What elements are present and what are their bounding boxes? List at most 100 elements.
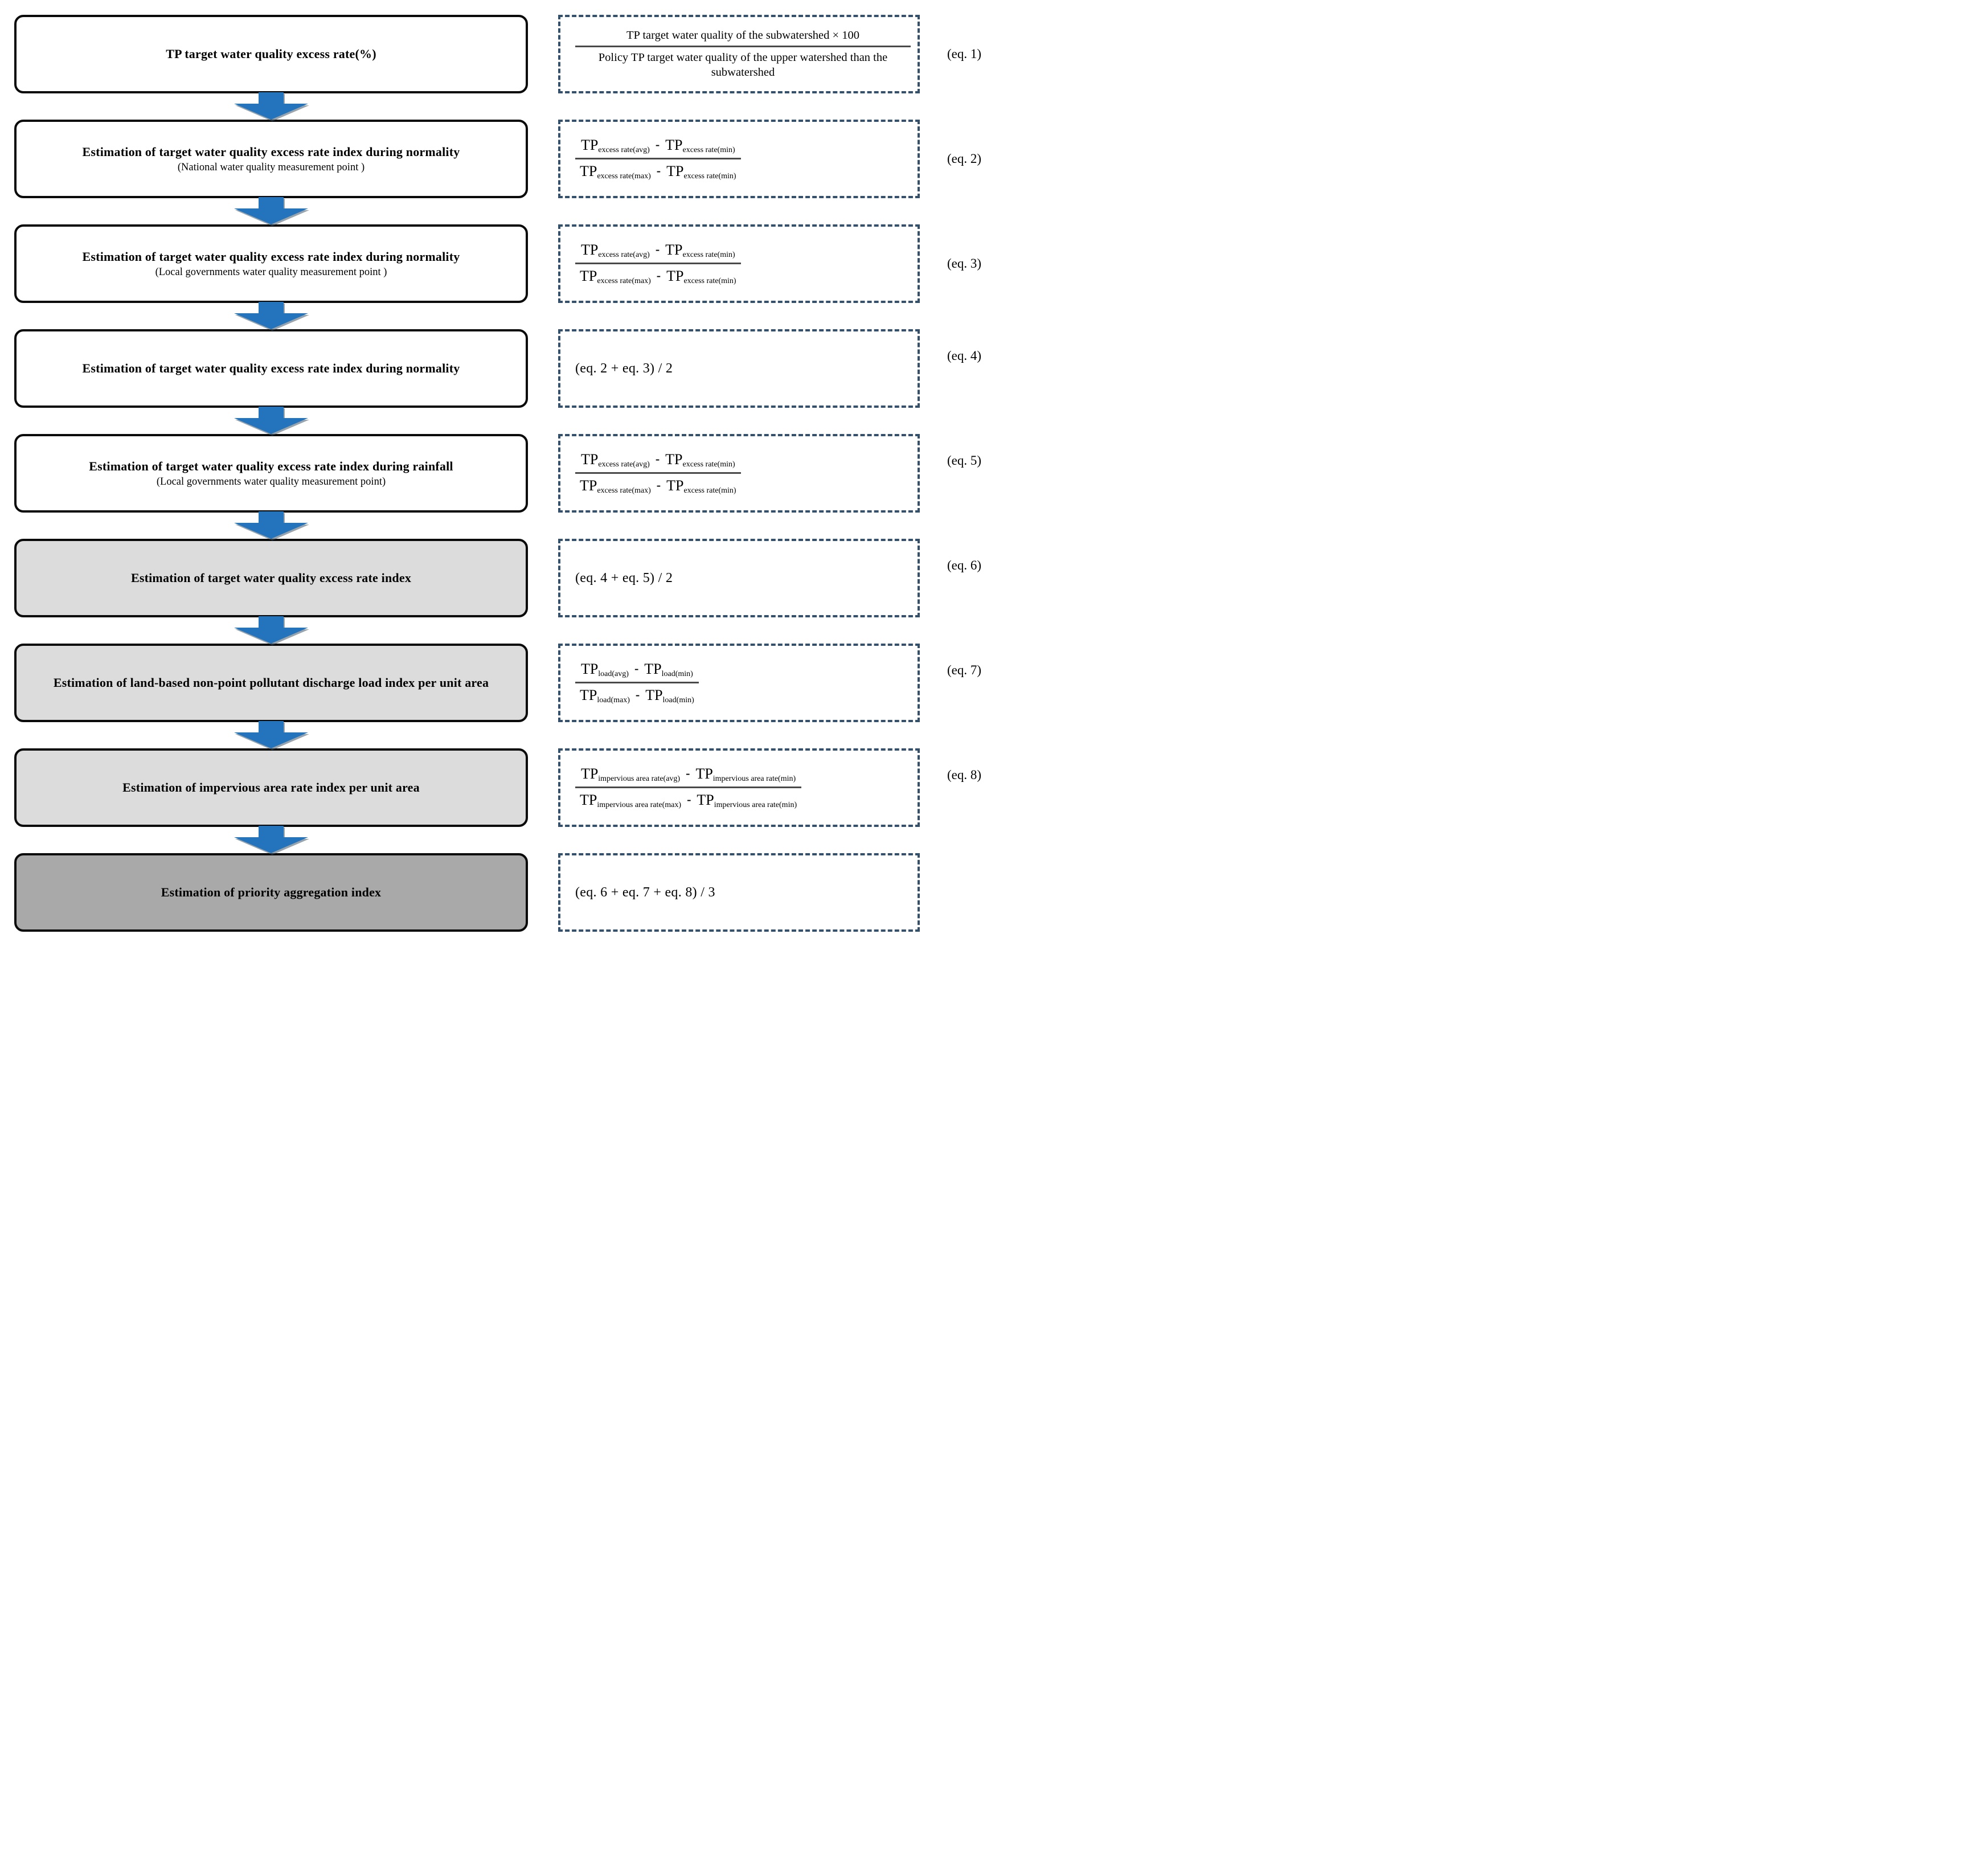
process-box: TP target water quality excess rate(%) xyxy=(14,15,528,93)
down-arrow-icon xyxy=(234,92,308,120)
process-box: Estimation of target water quality exces… xyxy=(14,120,528,198)
equation-label: (eq. 3) xyxy=(947,256,981,271)
flow-row-9: Estimation of priority aggregation index… xyxy=(0,853,987,932)
equation-fraction: TP target water quality of the subwaters… xyxy=(575,28,911,80)
down-arrow-head xyxy=(234,837,308,853)
operator: - xyxy=(656,163,661,178)
down-arrow-icon xyxy=(234,407,308,434)
process-box-subtitle: (National water quality measurement poin… xyxy=(177,162,365,174)
equation-text: (eq. 2 + eq. 3) / 2 xyxy=(575,361,673,376)
term-subscript: excess rate(avg) xyxy=(598,460,650,469)
process-box: Estimation of target water quality exces… xyxy=(14,224,528,303)
term-base: TP xyxy=(580,163,597,179)
equation-label: (eq. 7) xyxy=(947,663,981,677)
term-subscript: excess rate(avg) xyxy=(598,146,650,154)
equation-fraction: TPexcess rate(avg)-TPexcess rate(min)TPe… xyxy=(575,241,741,286)
equation-box: TPload(avg)-TPload(min)TPload(max)-TPloa… xyxy=(558,644,920,722)
process-box-title: TP target water quality excess rate(%) xyxy=(166,47,376,62)
term-subscript: impervious area rate(min) xyxy=(714,801,797,809)
term-base: TP xyxy=(580,765,599,782)
term-subscript: impervious area rate(min) xyxy=(712,775,796,783)
down-arrow-icon xyxy=(234,197,308,224)
process-box: Estimation of land-based non-point pollu… xyxy=(14,644,528,722)
term-subscript: excess rate(max) xyxy=(597,277,651,285)
term-base: TP xyxy=(580,241,599,258)
equation-box: TPexcess rate(avg)-TPexcess rate(min)TPe… xyxy=(558,434,920,513)
fraction-numerator: TP target water quality of the subwaters… xyxy=(575,28,911,48)
process-box-subtitle: (Local governments water quality measure… xyxy=(155,267,387,278)
equation-label: (eq. 4) xyxy=(947,349,981,363)
term-subscript: excess rate(min) xyxy=(683,277,736,285)
arrow-gap xyxy=(0,197,987,224)
term-subscript: excess rate(min) xyxy=(683,486,736,495)
operator: - xyxy=(656,268,661,282)
down-arrow-icon xyxy=(234,302,308,329)
flow-row-3: Estimation of target water quality exces… xyxy=(0,224,987,303)
down-arrow-icon xyxy=(234,616,308,644)
equation-fraction: TPload(avg)-TPload(min)TPload(max)-TPloa… xyxy=(575,661,699,705)
term-base: TP xyxy=(580,137,599,153)
down-arrow-head xyxy=(234,628,308,644)
operator: - xyxy=(655,452,660,466)
operator: - xyxy=(634,661,639,675)
flow-row-5: Estimation of target water quality exces… xyxy=(0,434,987,513)
equation-label: (eq. 6) xyxy=(947,558,981,572)
flow-row-2: Estimation of target water quality exces… xyxy=(0,120,987,198)
process-box-title: Estimation of target water quality exces… xyxy=(130,571,412,585)
equation-box: TPimpervious area rate(avg)-TPimpervious… xyxy=(558,748,920,827)
process-box: Estimation of target water quality exces… xyxy=(14,329,528,408)
process-box-subtitle: (Local governments water quality measure… xyxy=(156,476,386,488)
flow-row-8: Estimation of impervious area rate index… xyxy=(0,748,987,827)
fraction-denominator: TPexcess rate(max)-TPexcess rate(min) xyxy=(575,159,741,181)
down-arrow-stem xyxy=(259,197,284,210)
term-subscript: excess rate(min) xyxy=(682,251,735,259)
term-subscript: impervious area rate(avg) xyxy=(598,775,681,783)
equation-label: (eq. 8) xyxy=(947,768,981,782)
fraction-numerator: TPimpervious area rate(avg)-TPimpervious… xyxy=(575,765,802,788)
equation-box: (eq. 6 + eq. 7 + eq. 8) / 3 xyxy=(558,853,920,932)
down-arrow-stem xyxy=(259,511,284,524)
flowchart: TP target water quality excess rate(%) T… xyxy=(0,0,987,932)
down-arrow-head xyxy=(234,208,308,224)
term-subscript: load(max) xyxy=(597,696,630,704)
term-base: TP xyxy=(645,687,663,703)
equation-label: (eq. 1) xyxy=(947,47,981,61)
term-base: TP xyxy=(580,477,597,494)
flow-row-7: Estimation of land-based non-point pollu… xyxy=(0,644,987,722)
arrow-gap xyxy=(0,616,987,644)
arrow-gap xyxy=(0,721,987,748)
fraction-numerator: TPexcess rate(avg)-TPexcess rate(min) xyxy=(575,451,741,474)
fraction-denominator: TPexcess rate(max)-TPexcess rate(min) xyxy=(575,474,741,495)
term-base: TP xyxy=(580,661,599,677)
arrow-gap xyxy=(0,407,987,434)
equation-box: TPexcess rate(avg)-TPexcess rate(min)TPe… xyxy=(558,224,920,303)
term-base: TP xyxy=(580,687,597,703)
term-base: TP xyxy=(666,268,684,284)
process-box-title: Estimation of target water quality exces… xyxy=(82,144,460,159)
term-base: TP xyxy=(666,477,684,494)
equation-box: (eq. 2 + eq. 3) / 2 xyxy=(558,329,920,408)
fraction-denominator: TPexcess rate(max)-TPexcess rate(min) xyxy=(575,264,741,286)
equation-box: (eq. 4 + eq. 5) / 2 xyxy=(558,539,920,617)
down-arrow-icon xyxy=(234,826,308,853)
term-subscript: excess rate(max) xyxy=(597,172,651,181)
flow-row-6: Estimation of target water quality exces… xyxy=(0,539,987,617)
term-base: TP xyxy=(580,268,597,284)
process-box-title: Estimation of impervious area rate index… xyxy=(122,780,420,795)
down-arrow-stem xyxy=(259,826,284,838)
operator: - xyxy=(635,687,640,702)
down-arrow-stem xyxy=(259,92,284,105)
process-box: Estimation of target water quality exces… xyxy=(14,434,528,513)
term-subscript: load(avg) xyxy=(598,670,629,678)
down-arrow-head xyxy=(234,104,308,120)
term-base: TP xyxy=(665,241,683,258)
process-box-title: Estimation of target water quality exces… xyxy=(82,361,460,376)
equation-label: (eq. 2) xyxy=(947,151,981,166)
term-subscript: excess rate(min) xyxy=(682,460,735,469)
term-base: TP xyxy=(644,661,662,677)
operator: - xyxy=(655,242,660,256)
process-box-title: Estimation of target water quality exces… xyxy=(82,249,460,264)
equation-box: TPexcess rate(avg)-TPexcess rate(min)TPe… xyxy=(558,120,920,198)
operator: - xyxy=(687,792,691,806)
fraction-denominator: Policy TP target water quality of the up… xyxy=(598,51,888,79)
